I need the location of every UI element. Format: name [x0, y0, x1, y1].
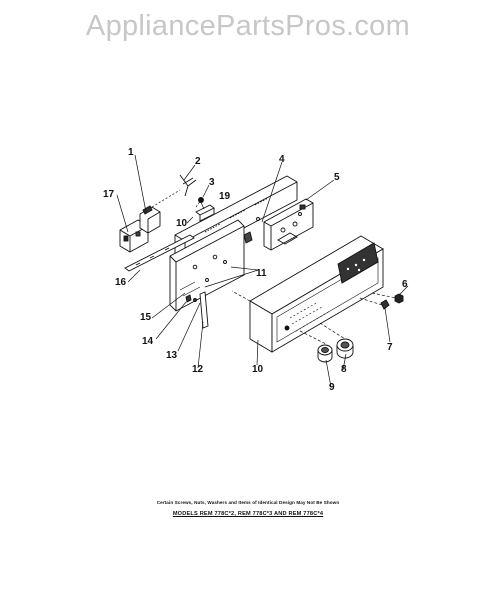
callout-2: 2 — [195, 156, 201, 167]
spacer-part — [193, 298, 197, 302]
switch-part — [139, 205, 161, 234]
callout-10-upper: 10 — [176, 218, 188, 229]
rod-part — [199, 291, 209, 329]
footnote: Certain Screws, Nuts, Washers and Items … — [156, 500, 340, 505]
callout-17: 17 — [103, 189, 115, 200]
callout-1: 1 — [128, 147, 134, 158]
callout-12: 12 — [192, 364, 204, 375]
small-clip — [185, 294, 192, 303]
callout-13: 13 — [166, 350, 178, 361]
callout-16: 16 — [115, 277, 127, 288]
callout-19: 19 — [219, 191, 231, 202]
callout-11: 11 — [256, 268, 267, 279]
watermark-logo: AppliancePartsPros.com — [85, 10, 411, 42]
callout-5: 5 — [334, 172, 340, 183]
models-caption: MODELS REM 778C*2, REM 778C*3 AND REM 77… — [172, 511, 324, 517]
small-bracket — [195, 204, 215, 222]
callout-9: 9 — [329, 382, 335, 393]
callout-14: 14 — [142, 336, 154, 347]
callout-7: 7 — [387, 342, 393, 353]
hex-nut — [394, 293, 404, 304]
callout-8: 8 — [341, 364, 347, 375]
callout-10-lower: 10 — [252, 364, 264, 375]
knob-small — [317, 344, 333, 363]
clip-part — [380, 299, 390, 310]
control-panel — [249, 235, 384, 353]
knob-large — [336, 338, 354, 359]
spring-clip — [179, 174, 197, 197]
switch-board — [169, 219, 245, 312]
callout-15: 15 — [140, 312, 152, 323]
callout-3: 3 — [209, 177, 215, 188]
callout-4: 4 — [279, 154, 285, 165]
rear-bracket — [263, 198, 314, 251]
wire-harness-bar — [124, 234, 195, 272]
callout-6: 6 — [402, 279, 408, 290]
